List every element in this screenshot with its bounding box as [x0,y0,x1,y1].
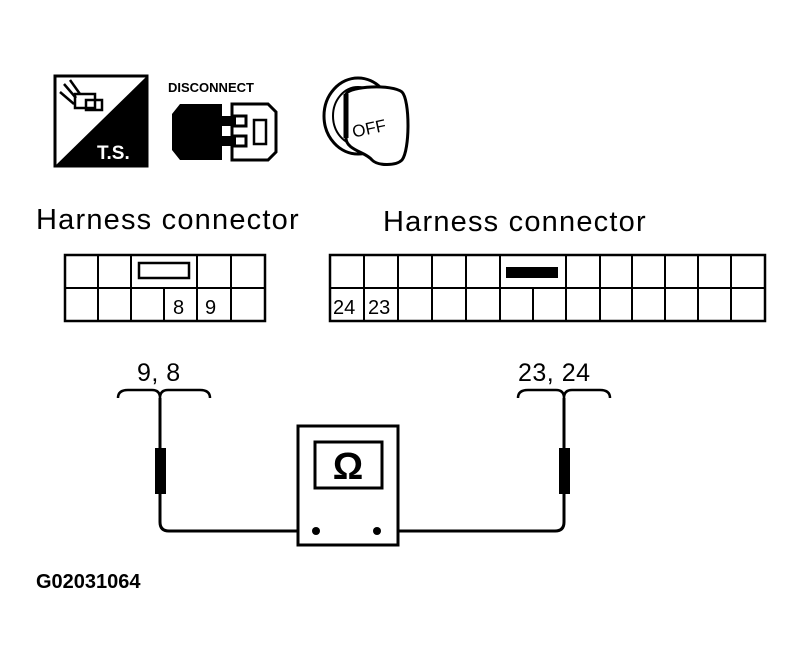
right-connector-title: Harness connector [383,206,647,238]
left-probe-label: 9, 8 [137,359,181,387]
left-pin-8: 8 [173,297,184,319]
left-pin-9: 9 [205,297,216,319]
troubleshooting-icon: T.S. [53,74,149,168]
meter-terminal-right [373,527,381,535]
right-pin-24: 24 [333,297,355,319]
disconnect-icon: DISCONNECT [168,80,278,162]
figure-code: G02031064 [36,571,141,593]
ignition-off-icon: OFF [322,76,410,166]
right-probe: 23, 24 [378,359,612,533]
troubleshooting-label: T.S. [97,143,130,164]
ohmmeter: Ω [296,424,400,547]
ohm-symbol: Ω [333,446,363,488]
left-connector-title: Harness connector [36,204,300,236]
right-harness-connector: Harness connector [328,206,767,323]
left-probe: 9, 8 [116,359,314,533]
disconnect-label: DISCONNECT [168,80,254,95]
meter-terminal-left [312,527,320,535]
right-probe-label: 23, 24 [518,359,591,387]
left-harness-connector: Harness connector 8 9 [36,204,300,323]
right-pin-23: 23 [368,297,390,319]
